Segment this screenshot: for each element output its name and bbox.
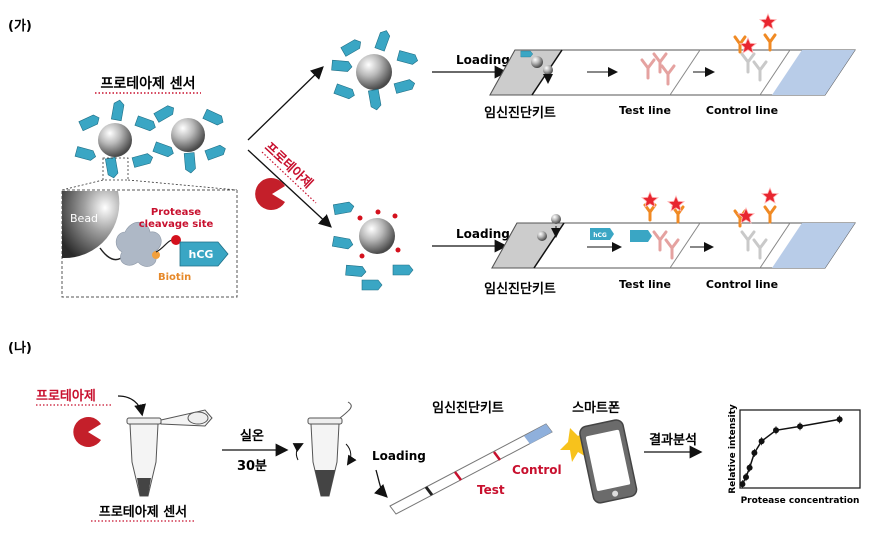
top-loading-label: Loading — [456, 53, 510, 67]
inset-bead — [62, 191, 120, 259]
zoom-source-box — [102, 157, 129, 181]
chart-x-label: Protease concentration — [741, 496, 860, 506]
bottom-test-strip — [491, 187, 856, 269]
smartphone-icon — [579, 419, 638, 504]
chart-point — [739, 481, 746, 488]
streptavidin-blob — [115, 221, 162, 267]
test-label-b: Test — [477, 483, 505, 497]
inset-hcg-label: hCG — [189, 248, 214, 261]
analysis-label: 결과분석 — [649, 432, 697, 448]
chart-point — [751, 449, 758, 456]
bottom-control-line-label: Control line — [706, 278, 778, 291]
panel-b-label: (나) — [8, 340, 32, 356]
chart-y-label: Relative intensity — [728, 404, 738, 494]
lateral-flow-strip — [389, 423, 553, 515]
top-kit-label: 임신진단키트 — [484, 105, 556, 121]
chart-point — [797, 423, 803, 430]
tube-1 — [126, 409, 213, 497]
chart-point — [836, 416, 843, 423]
intact-sensor-bead — [331, 28, 420, 112]
condition-room-temp: 실온 — [240, 428, 264, 444]
top-control-line-label: Control line — [706, 104, 778, 117]
protease-pacman-a — [255, 178, 285, 210]
protease-red-label: 프로테아제 — [36, 388, 96, 404]
arrow-up — [247, 66, 324, 141]
control-label-b: Control — [512, 463, 562, 477]
sensor-bead-left — [74, 98, 158, 180]
kit-label-b: 임신진단키트 — [432, 400, 504, 416]
condition-time: 30분 — [237, 459, 267, 474]
protease-pacman-b — [73, 417, 101, 447]
panel-a-label: (가) — [8, 19, 32, 34]
bottom-kit-label: 임신진단키트 — [484, 281, 556, 297]
inset-bead-label: Bead — [70, 212, 98, 225]
loading-label-b: Loading — [372, 449, 426, 463]
sensor-label-b: 프로테아제 센서 — [99, 504, 187, 520]
inset-hcg-chip — [179, 241, 229, 267]
protease-add-arrow — [117, 395, 146, 417]
tube-2 — [292, 401, 357, 497]
bottom-loading-label: Loading — [456, 227, 510, 241]
top-test-line-label: Test line — [619, 104, 671, 117]
sensor-title: 프로테아제 센서 — [100, 75, 195, 92]
bottom-hcg-chip-label: hCG — [593, 232, 607, 239]
chart-point — [743, 474, 749, 481]
sensor-bead-right — [152, 103, 228, 174]
cleavage-site-dot — [171, 235, 181, 245]
loading-arrow-b — [374, 469, 388, 498]
bottom-test-line-label: Test line — [619, 278, 671, 291]
biotin-label: Biotin — [158, 272, 191, 283]
top-test-strip — [489, 13, 856, 96]
cleaved-sensor-bead — [331, 201, 414, 291]
cleavage-label-2: cleavage site — [139, 219, 214, 230]
cleavage-label-1: Protease — [151, 207, 201, 218]
arrow-down — [247, 149, 332, 228]
chart-frame — [739, 409, 861, 489]
biotin-dot — [152, 251, 160, 259]
chart-point — [746, 464, 753, 471]
chart-point — [758, 438, 765, 445]
smartphone-label: 스마트폰 — [572, 400, 620, 416]
intensity-chart: Protease concentration Relative intensit… — [728, 404, 861, 506]
chart-point — [773, 427, 779, 434]
